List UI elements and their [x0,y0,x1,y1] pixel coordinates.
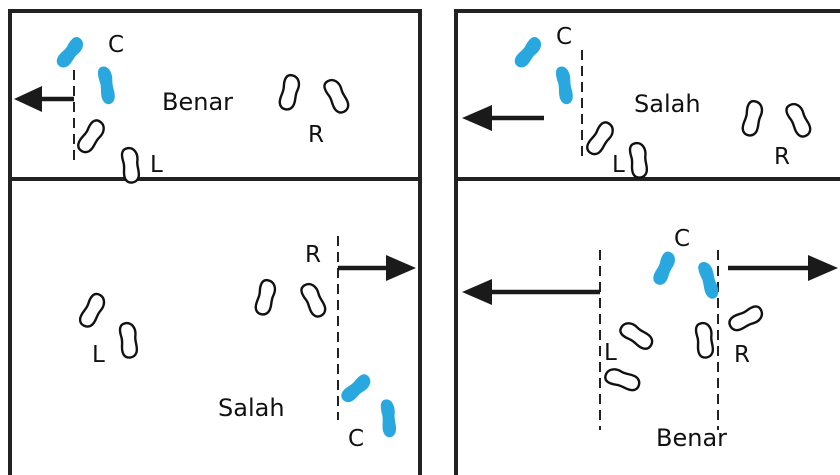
footprint-r1 [740,98,765,139]
label-r: R [774,144,790,170]
catcher-foot-left [651,249,678,288]
label-c: C [556,24,572,50]
catcher-foot-right [553,65,576,106]
verdict-label: Salah [218,394,285,422]
panel-top-right: C L R Salah [462,24,816,180]
footprint-r1 [692,320,717,360]
label-l: L [92,342,105,368]
label-r: R [305,242,321,268]
footprint-l2 [626,140,651,180]
label-l: L [612,152,625,178]
catcher-foot-left [338,370,374,407]
catcher-foot-left [511,33,545,72]
footprint-l1 [74,116,109,157]
verdict-label: Salah [634,90,701,118]
arrowhead-right [386,255,416,281]
arrowhead-left [462,105,492,131]
footprint-r2 [319,75,354,117]
label-r: R [308,122,324,148]
catcher-foot-right [695,259,722,301]
label-c: C [348,426,364,452]
panel-bottom-right: C L R Benar [462,226,838,452]
footprint-l1 [76,290,109,331]
footprint-l2 [602,366,643,394]
label-l: L [150,152,163,178]
arrowhead-left [462,279,492,305]
verdict-label: Benar [162,88,233,116]
footprint-r2 [725,301,767,336]
verdict-label: Benar [656,424,727,452]
label-l: L [604,340,617,366]
footprint-l1 [616,318,657,353]
panel-frame-bottom-right [454,177,840,475]
catcher-foot-left [53,33,87,72]
footprint-l2 [116,320,141,360]
footprint-r1 [277,72,302,113]
footprint-r2 [781,99,816,141]
catcher-foot-right [95,65,118,106]
catcher-foot-right [378,398,399,439]
panel-top-left: C L R Benar [14,32,354,185]
panel-bottom-left: R L C Salah [76,236,416,452]
label-r: R [734,342,750,368]
arrowhead-left [14,86,42,112]
panel-frame-bottom-left [8,177,422,475]
footprint-r1 [253,277,278,318]
footprint-r2 [296,279,331,321]
label-c: C [674,226,690,252]
arrowhead-right [808,255,838,281]
label-c: C [108,32,124,58]
